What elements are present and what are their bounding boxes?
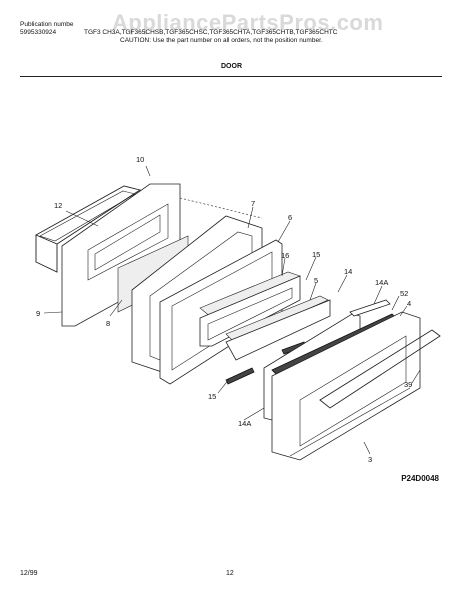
- watermark: AppliancePartsPros.com: [112, 10, 384, 35]
- footer-date: 12/99: [20, 570, 38, 577]
- outer-door-panel: [271, 311, 421, 461]
- trim-strips: [225, 341, 307, 385]
- leader-lines: [43, 165, 421, 455]
- section-title: DOOR: [221, 63, 242, 70]
- callout-14: 14: [344, 267, 352, 276]
- outer-window-glass: [225, 295, 331, 361]
- door-handle: [319, 329, 441, 409]
- callout-14a-top: 14A: [375, 278, 388, 287]
- callout-6: 6: [288, 213, 292, 222]
- callout-16: 16: [281, 251, 289, 260]
- door-gasket: [34, 185, 142, 273]
- footer-page-number: 12: [226, 570, 234, 577]
- callout-14a-bottom: 14A: [238, 419, 251, 428]
- callout-5: 5: [314, 276, 318, 285]
- model-list: TGF3 CH3A,TGF365CHSB,TGF365CHSC,TGF365CH…: [84, 29, 338, 36]
- callout-15-bottom: 15: [208, 392, 216, 401]
- callout-8: 8: [106, 319, 110, 328]
- publication-number: 5995330924: [20, 29, 57, 36]
- callout-52: 52: [400, 289, 408, 298]
- callout-10: 10: [136, 155, 144, 164]
- publication-label: Publication numbe: [20, 21, 74, 28]
- callout-7: 7: [251, 199, 255, 208]
- callout-12: 12: [54, 201, 62, 210]
- caution-note: CAUTION: Use the part number on all orde…: [120, 37, 323, 44]
- callout-39: 39: [404, 380, 412, 389]
- callout-9: 9: [36, 309, 40, 318]
- diagram-reference-code: P24D0048: [401, 474, 439, 483]
- header-rule: [20, 76, 442, 77]
- callout-15-top: 15: [312, 250, 320, 259]
- callout-3: 3: [368, 455, 372, 464]
- callout-4: 4: [407, 299, 411, 308]
